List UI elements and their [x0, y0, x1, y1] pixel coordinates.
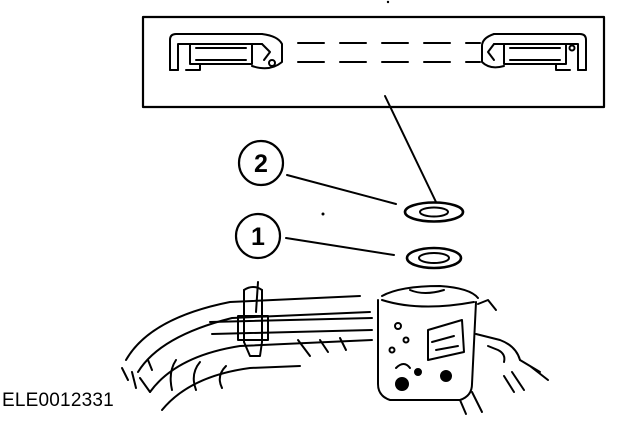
scan-dot [386, 0, 390, 4]
callout-2: 2 [237, 139, 285, 187]
callout-2-leader [286, 174, 397, 205]
lower-o-ring [405, 246, 463, 270]
upper-o-ring [403, 201, 465, 223]
figure-id-label: ELE0012331 [2, 390, 114, 411]
callout-1: 1 [234, 212, 282, 260]
callout-2-number: 2 [254, 150, 268, 178]
seal-section-right [481, 33, 587, 71]
callout-1-leader [285, 237, 395, 256]
detail-inset [141, 15, 606, 109]
inset-leader-line [384, 95, 437, 203]
scan-dot [321, 212, 325, 216]
callout-1-number: 1 [251, 223, 265, 251]
seal-section-left [169, 33, 283, 71]
base-assembly [121, 281, 549, 415]
